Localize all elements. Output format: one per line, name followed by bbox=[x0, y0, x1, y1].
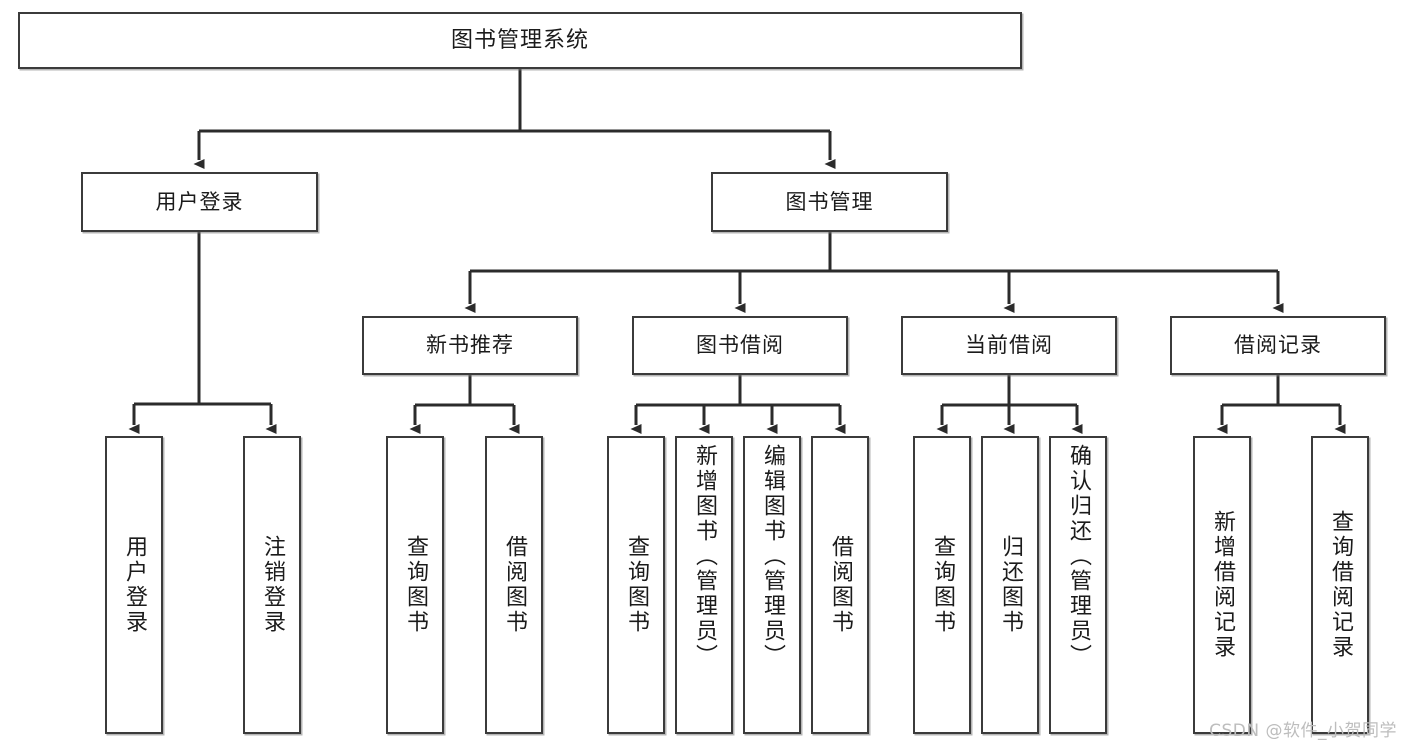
node-current-borrow[interactable]: 当前借阅 bbox=[901, 316, 1117, 375]
node-leaf-query-borrow-record[interactable]: 查询借阅记录 bbox=[1311, 436, 1369, 734]
node-label: 图书借阅 bbox=[696, 333, 784, 358]
node-label: 借阅图书 bbox=[828, 535, 853, 635]
node-label: 新增图书（管理员） bbox=[692, 444, 717, 669]
node-borrow-record[interactable]: 借阅记录 bbox=[1170, 316, 1386, 375]
node-leaf-add-book[interactable]: 新增图书（管理员） bbox=[675, 436, 733, 734]
node-label: 图书管理系统 bbox=[450, 27, 589, 53]
node-label: 用户登录 bbox=[122, 535, 147, 635]
node-user-login[interactable]: 用户登录 bbox=[81, 172, 318, 232]
node-book-borrow[interactable]: 图书借阅 bbox=[632, 316, 848, 375]
node-leaf-add-borrow-record[interactable]: 新增借阅记录 bbox=[1193, 436, 1251, 734]
node-leaf-borrow-book[interactable]: 借阅图书 bbox=[811, 436, 869, 734]
node-leaf-query-book-current[interactable]: 查询图书 bbox=[913, 436, 971, 734]
node-label: 查询借阅记录 bbox=[1328, 510, 1353, 660]
node-root-system[interactable]: 图书管理系统 bbox=[18, 12, 1022, 69]
node-label: 编辑图书（管理员） bbox=[760, 444, 785, 669]
node-label: 图书管理 bbox=[785, 189, 874, 214]
node-label: 注销登录 bbox=[260, 535, 285, 635]
node-label: 新书推荐 bbox=[426, 333, 514, 358]
node-leaf-return-book[interactable]: 归还图书 bbox=[981, 436, 1039, 734]
node-leaf-borrow-book-recommend[interactable]: 借阅图书 bbox=[485, 436, 543, 734]
node-leaf-edit-book[interactable]: 编辑图书（管理员） bbox=[743, 436, 801, 734]
node-new-book-recommend[interactable]: 新书推荐 bbox=[362, 316, 578, 375]
node-leaf-query-book-recommend[interactable]: 查询图书 bbox=[386, 436, 444, 734]
node-leaf-confirm-return[interactable]: 确认归还（管理员） bbox=[1049, 436, 1107, 734]
node-leaf-user-logout[interactable]: 注销登录 bbox=[243, 436, 301, 734]
node-leaf-user-login[interactable]: 用户登录 bbox=[105, 436, 163, 734]
node-label: 用户登录 bbox=[155, 189, 244, 214]
node-leaf-query-book-borrow[interactable]: 查询图书 bbox=[607, 436, 665, 734]
node-label: 当前借阅 bbox=[965, 333, 1053, 358]
node-label: 借阅图书 bbox=[502, 535, 527, 635]
node-label: 借阅记录 bbox=[1234, 333, 1322, 358]
watermark: CSDN @软件_小贺同学 bbox=[1209, 721, 1397, 741]
node-label: 查询图书 bbox=[930, 535, 955, 635]
node-label: 归还图书 bbox=[998, 535, 1023, 635]
node-book-management[interactable]: 图书管理 bbox=[711, 172, 948, 232]
node-label: 查询图书 bbox=[624, 535, 649, 635]
node-label: 确认归还（管理员） bbox=[1066, 444, 1091, 669]
node-label: 新增借阅记录 bbox=[1210, 510, 1235, 660]
node-label: 查询图书 bbox=[403, 535, 428, 635]
